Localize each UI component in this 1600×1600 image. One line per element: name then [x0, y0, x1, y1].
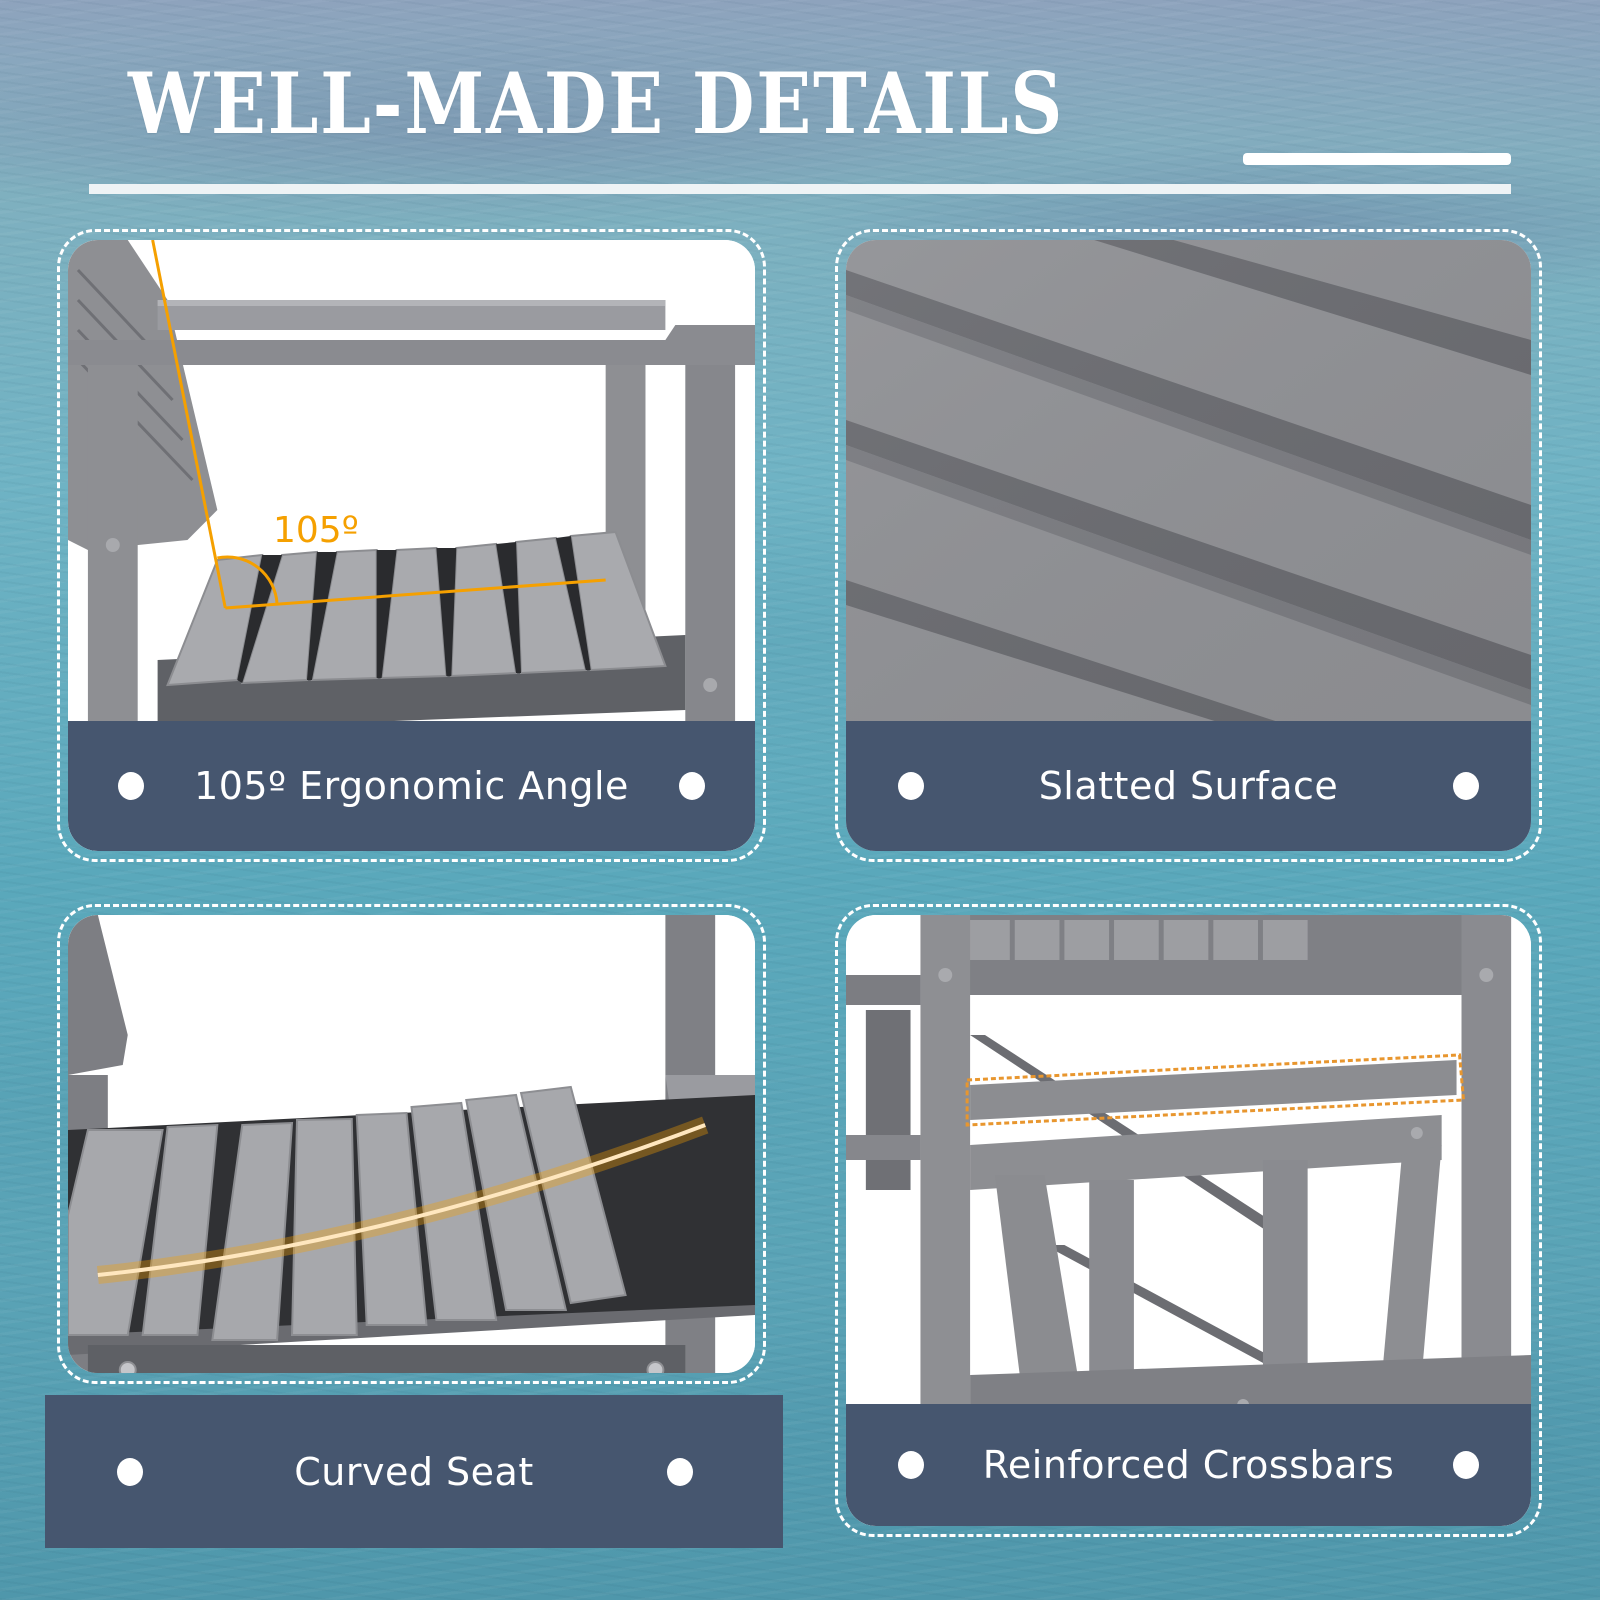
curved-seat-image — [68, 915, 755, 1373]
feature-card-curved-seat — [57, 904, 766, 1384]
bullet-dot-right — [1453, 772, 1479, 800]
angle-annotation: 105º — [273, 510, 359, 551]
bullet-dot-left — [118, 772, 144, 800]
card-content: 105º 105º Ergonomic Angle — [68, 240, 755, 851]
title-divider-rule — [89, 184, 1511, 194]
feature-label-text: Reinforced Crossbars — [982, 1443, 1395, 1487]
crossbar-frame-image — [846, 915, 1531, 1415]
page-title: WELL-MADE DETAILS — [128, 54, 1065, 153]
card-content: Slatted Surface — [846, 240, 1531, 851]
feature-label: Slatted Surface — [846, 721, 1531, 851]
bullet-dot-right — [679, 772, 705, 800]
chair-armrest-image: 105º — [68, 240, 755, 730]
feature-label-text: Slatted Surface — [1038, 764, 1339, 808]
bullet-dot-right — [1453, 1451, 1479, 1479]
feature-label-curved-seat: Curved Seat — [45, 1395, 783, 1548]
slatted-surface-image — [846, 240, 1531, 730]
feature-label-text: Curved Seat — [294, 1449, 534, 1494]
card-content: Reinforced Crossbars — [846, 915, 1531, 1526]
feature-label: Reinforced Crossbars — [846, 1404, 1531, 1526]
feature-label: 105º Ergonomic Angle — [68, 721, 755, 851]
feature-card-ergonomic-angle: 105º 105º Ergonomic Angle — [57, 229, 766, 862]
feature-card-reinforced-crossbars: Reinforced Crossbars — [835, 904, 1542, 1537]
bullet-dot-right — [667, 1457, 693, 1486]
bullet-dot-left — [117, 1457, 143, 1486]
title-accent-rule — [1243, 153, 1511, 165]
feature-label-text: 105º Ergonomic Angle — [194, 764, 629, 808]
feature-card-slatted-surface: Slatted Surface — [835, 229, 1542, 862]
bullet-dot-left — [898, 1451, 924, 1479]
bullet-dot-left — [898, 772, 924, 800]
card-content — [68, 915, 755, 1373]
